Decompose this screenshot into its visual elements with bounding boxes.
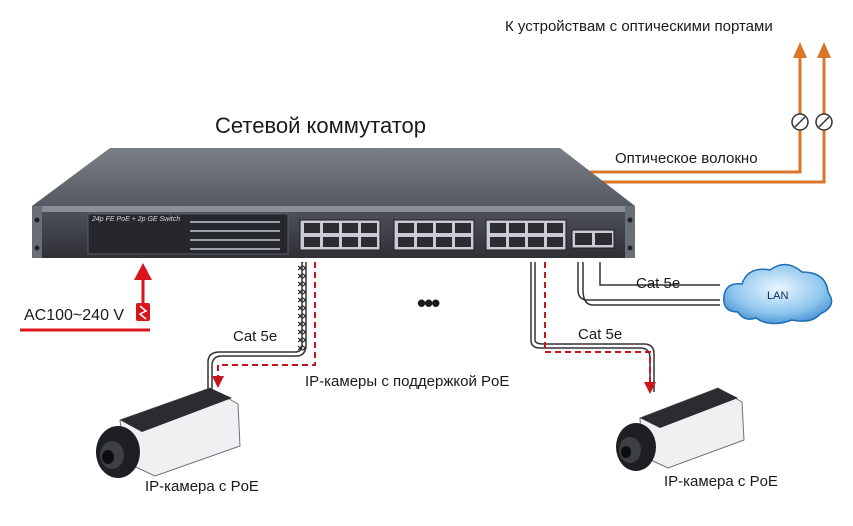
cable-left-label: Cat 5e xyxy=(233,328,278,345)
switch-title: Сетевой коммутатор xyxy=(215,113,427,138)
camera-icon xyxy=(96,387,241,478)
cable-right-label: Cat 5e xyxy=(578,326,623,343)
ellipsis: ••• xyxy=(417,288,440,318)
optical-devices-label: К устройствам с оптическими портами xyxy=(505,18,773,35)
power-label: AC100~240 V xyxy=(24,307,125,324)
fiber-lines xyxy=(590,42,833,184)
power-plug-icon xyxy=(136,303,150,321)
camera-right-label: IP-камера с PoE xyxy=(664,473,778,490)
camera-cable-left xyxy=(207,262,316,392)
cable-lan-label: Cat 5e xyxy=(636,275,681,292)
fiber-label: Оптическое волокно xyxy=(615,150,758,167)
camera-cable-right xyxy=(530,262,656,394)
lan-label: LAN xyxy=(767,290,789,302)
network-switch xyxy=(32,148,635,258)
fiber-connector-icon xyxy=(791,113,833,131)
cameras-caption: IP-камеры с поддержкой PoE xyxy=(305,373,510,390)
camera-icon xyxy=(616,387,745,471)
power-cable xyxy=(20,263,152,332)
camera-left-label: IP-камера с PoE xyxy=(145,478,259,495)
switch-panel-label: 24p FE PoE + 2p GE Switch xyxy=(92,216,181,223)
cloud-icon xyxy=(723,263,833,325)
lan-cable xyxy=(577,262,720,306)
